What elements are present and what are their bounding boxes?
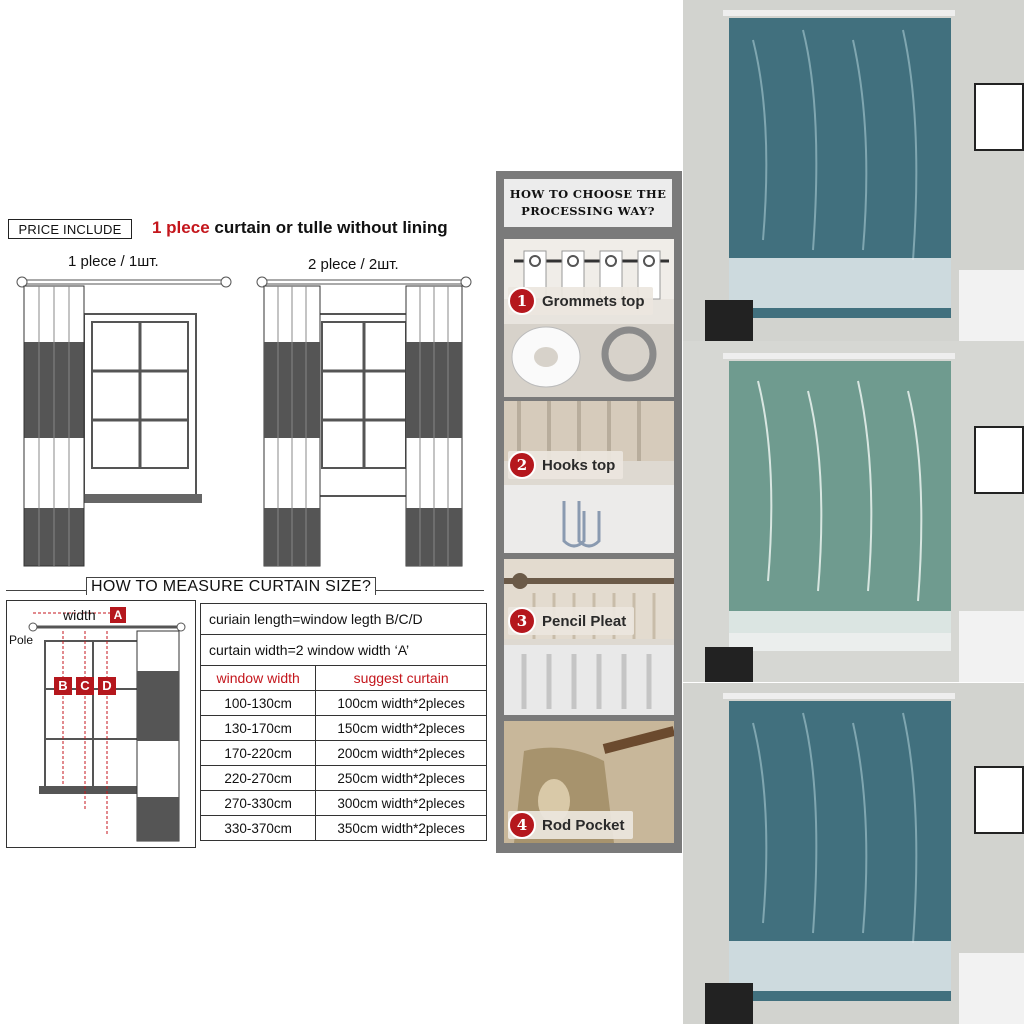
option-label: 4 Rod Pocket [508,811,633,839]
option-label: 1 Grommets top [508,287,653,315]
pole-label: Pole [9,633,34,647]
badge-c: C [76,677,94,695]
table-row: curtain width=2 window width ‘A’ [200,634,487,666]
one-piece-label: 1 plece / 1шт. [68,253,159,270]
option-number: 2 [508,451,536,479]
two-piece-label: 2 plece / 2шт. [308,256,399,273]
table-row: curiain length=window legth B/C/D [200,603,487,635]
width-label: width [63,607,96,623]
option-number: 4 [508,811,536,839]
badge-b: B [54,677,72,695]
product-photo-blue-2 [683,683,1024,1024]
measure-title: HOW TO MEASURE CURTAIN SIZE? [86,577,377,596]
two-piece-curtain-diagram [256,276,472,567]
badge-d: D [98,677,116,695]
headline-quantity: 1 plece [152,218,210,237]
option-hooks-top[interactable]: 2 Hooks top [504,401,674,553]
badge-a: A [110,607,126,623]
option-grommets-top[interactable]: 1 Grommets top [504,239,674,397]
option-number: 1 [508,287,536,315]
processing-title: HOW TO CHOOSE THE PROCESSING WAY? [504,179,672,227]
product-photo-green [683,341,1024,682]
option-label: 3 Pencil Pleat [508,607,635,635]
width-rule: curtain width=2 window width ‘A’ [200,634,487,666]
option-rod-pocket[interactable]: 4 Rod Pocket [504,721,674,843]
col-suggest-curtain: suggest curtain [315,665,487,691]
photo-graphic [683,0,1024,341]
headline-text: curtain or tulle without lining [209,218,448,237]
measure-diagram-graphic [28,612,186,842]
option-label: 2 Hooks top [508,451,624,479]
photo-graphic [683,683,1024,1024]
photo-graphic [683,341,1024,682]
grommets-photo [504,239,674,397]
pencil-pleat-photo [504,559,674,715]
table-header-row: window width suggest curtain [199,665,487,691]
length-rule: curiain length=window legth B/C/D [200,603,487,635]
price-include-label: PRICE INCLUDE [8,219,132,239]
option-number: 3 [508,607,536,635]
headline: 1 plece curtain or tulle without lining [152,218,448,238]
option-pencil-pleat[interactable]: 3 Pencil Pleat [504,559,674,715]
processing-panel: HOW TO CHOOSE THE PROCESSING WAY? 1 Grom… [496,171,682,853]
size-table: curiain length=window legth B/C/D curtai… [199,603,487,841]
product-photo-blue-1 [683,0,1024,341]
col-window-width: window width [199,665,317,691]
measure-diagram: width A Pole B C D [6,600,196,848]
one-piece-curtain-diagram [16,276,232,567]
